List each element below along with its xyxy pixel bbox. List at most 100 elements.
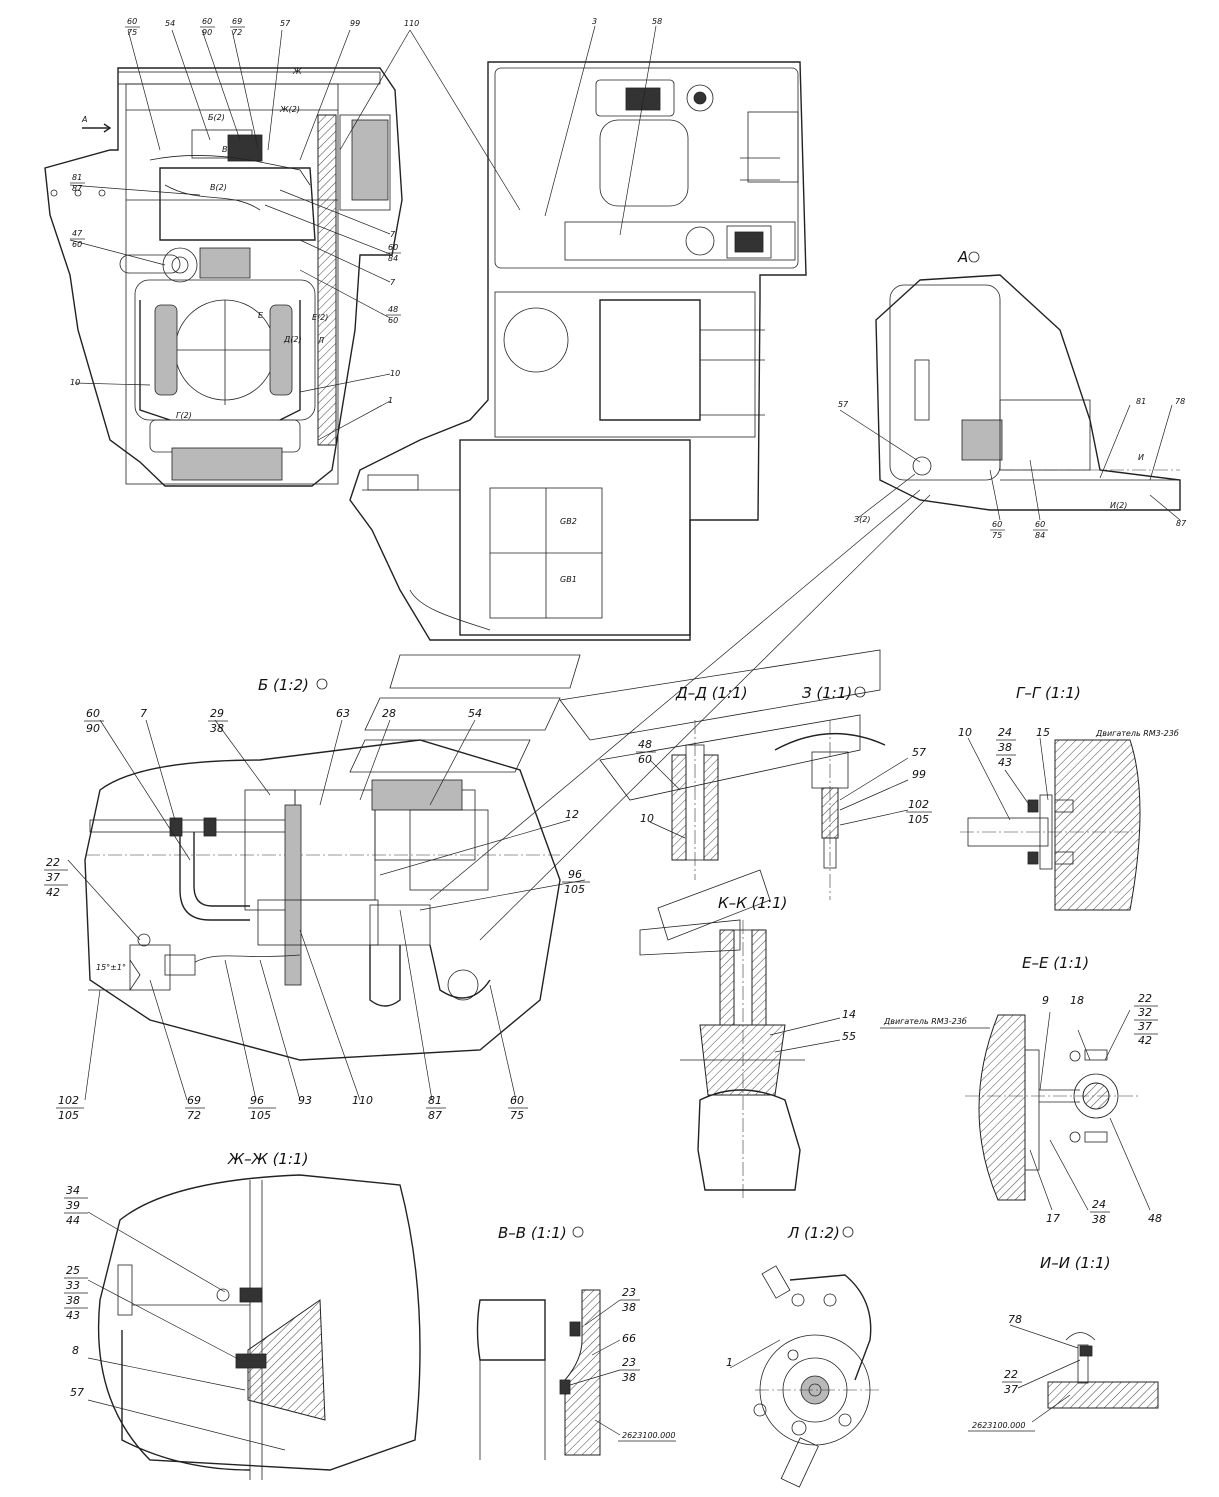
- section-mark-v2: В(2): [210, 183, 227, 192]
- label-main-54: 54: [165, 19, 175, 28]
- label-main-60-75-bottom: 75: [127, 28, 137, 37]
- label-b-54: 54: [468, 707, 482, 720]
- label-b-96-105-top: 96: [568, 868, 582, 881]
- label-vv-23-38a-bottom: 38: [622, 1301, 636, 1314]
- label-dd-48-60-bottom: 60: [638, 753, 652, 766]
- label-gg-10: 10: [958, 726, 972, 739]
- label-b-42: 42: [46, 886, 60, 899]
- label-main-47-60-top: 47: [72, 229, 83, 238]
- view-gg: Г–Г (1:1) 10 24 38 43 15 Двигатель RM3-2…: [958, 684, 1179, 911]
- label-main-48-60-top: 48: [388, 305, 398, 314]
- label-main-99: 99: [350, 19, 360, 28]
- label-ii-22-37-top: 22: [1004, 1368, 1018, 1381]
- label-cabin-3: 3: [592, 17, 597, 26]
- view-ee: Е–Е (1:1) Двигатель RM3-23б 9 18 22 32 3…: [880, 954, 1162, 1226]
- view-b-title: Б (1:2): [258, 676, 309, 694]
- label-b-69-72-bottom: 72: [187, 1109, 201, 1122]
- label-ee-18: 18: [1070, 994, 1084, 1007]
- label-l-1: 1: [726, 1356, 733, 1369]
- view-dd: Д–Д (1:1) 48 60 10: [636, 684, 748, 880]
- view-l: Л (1:2) 1: [726, 1224, 880, 1488]
- label-b-96-105b-top: 96: [250, 1094, 264, 1107]
- label-main-1: 1: [388, 396, 393, 405]
- label-ee-17: 17: [1046, 1212, 1060, 1225]
- label-kk-14: 14: [842, 1008, 856, 1021]
- label-b-69-72-top: 69: [187, 1094, 201, 1107]
- label-vv-doc: 2623100.000: [622, 1431, 675, 1440]
- label-a-78: 78: [1175, 397, 1185, 406]
- view-ee-title: Е–Е (1:1): [1022, 954, 1089, 972]
- label-main-57: 57: [280, 19, 291, 28]
- label-main-60-84-top: 60: [388, 243, 398, 252]
- label-main-10a: 10: [70, 378, 80, 387]
- label-b-12: 12: [565, 808, 579, 821]
- cabin-view: [349, 61, 807, 641]
- label-zhzh-25: 25: [66, 1264, 80, 1277]
- label-b-110: 110: [352, 1094, 373, 1107]
- label-a-60-84-top: 60: [1035, 520, 1045, 529]
- view-a-title: А: [957, 248, 968, 266]
- section-mark-l: Л: [317, 336, 324, 345]
- label-a-60-75-top: 60: [992, 520, 1002, 529]
- section-mark-e: Е: [258, 311, 264, 320]
- label-b-102-105-bottom: 105: [58, 1109, 79, 1122]
- label-b-63: 63: [336, 707, 350, 720]
- label-ee-42: 42: [1138, 1034, 1152, 1047]
- view-ii: И–И (1:1) 78 22 37 2623100.000: [968, 1254, 1159, 1432]
- projection-bands: [349, 489, 931, 956]
- label-zhzh-57: 57: [70, 1386, 84, 1399]
- label-a-60-84-bottom: 84: [1035, 531, 1045, 540]
- label-battery-gb1: GB1: [560, 575, 577, 584]
- label-z-99: 99: [912, 768, 926, 781]
- section-mark-b2: Б(2): [208, 113, 225, 122]
- label-cabin-58: 58: [652, 17, 662, 26]
- label-a-z2: З(2): [854, 515, 870, 524]
- label-gg-engine: Двигатель RM3-23б: [1095, 729, 1179, 738]
- label-main-60-90-top: 60: [202, 17, 212, 26]
- label-main-10b: 10: [390, 369, 400, 378]
- label-b-102-105-top: 102: [58, 1094, 79, 1107]
- view-z: З (1:1) 57 99 102 105: [774, 684, 932, 900]
- label-b-93: 93: [298, 1094, 312, 1107]
- label-ee-engine: Двигатель RM3-23б: [883, 1017, 967, 1026]
- label-zhzh-34: 34: [66, 1184, 80, 1197]
- cabin-view-labels: 3 58 GB2 GB1: [544, 17, 662, 584]
- label-ee-9: 9: [1042, 994, 1049, 1007]
- label-z-57: 57: [912, 746, 926, 759]
- label-zhzh-33: 33: [66, 1279, 80, 1292]
- label-zhzh-43: 43: [66, 1309, 80, 1322]
- label-kk-55: 55: [842, 1030, 856, 1043]
- label-a-60-75-bottom: 75: [992, 531, 1002, 540]
- view-vv: В–В (1:1) 23 38 66 23 38 2623100.000: [476, 1224, 676, 1460]
- label-zhzh-38: 38: [66, 1294, 80, 1307]
- label-b-96-105-bottom: 105: [564, 883, 585, 896]
- label-battery-gb2: GB2: [560, 517, 577, 526]
- label-b-81-87-top: 81: [428, 1094, 442, 1107]
- label-main-69-72-bottom: 72: [232, 28, 242, 37]
- label-b-96-105b-bottom: 105: [250, 1109, 271, 1122]
- label-main-60-75-top: 60: [127, 17, 137, 26]
- main-view-labels: 60 75 54 60 90 69 72 57 99 110 81 87 47 …: [69, 17, 521, 441]
- label-vv-23-38b-top: 23: [622, 1356, 636, 1369]
- view-z-title: З (1:1): [802, 684, 852, 702]
- label-main-69-72-top: 69: [232, 17, 242, 26]
- view-zhzh: Ж–Ж (1:1) 34 39 44 25 33 38 43 8 57: [64, 1150, 421, 1480]
- label-a-i2: И(2): [1110, 501, 1127, 510]
- label-b-29-38-top: 29: [210, 707, 224, 720]
- label-b-22: 22: [46, 856, 60, 869]
- label-ee-48: 48: [1148, 1212, 1162, 1225]
- label-a-87: 87: [1176, 519, 1187, 528]
- label-b-28: 28: [382, 707, 396, 720]
- section-mark-v: В: [222, 145, 228, 154]
- label-zhzh-8: 8: [72, 1344, 79, 1357]
- label-z-102-105-bottom: 105: [908, 813, 929, 826]
- label-a-i: И: [1138, 453, 1144, 462]
- label-zhzh-44: 44: [66, 1214, 80, 1227]
- section-mark-zh: Ж: [292, 67, 302, 76]
- main-view: [44, 67, 403, 487]
- label-b-angle: 15°±1°: [96, 963, 126, 972]
- label-b-60-75-top: 60: [510, 1094, 524, 1107]
- view-b-labels: 60 90 7 29 38 63 28 54 12 22 37 42 15°±1…: [44, 707, 590, 1122]
- label-main-47-60-bottom: 60: [72, 240, 82, 249]
